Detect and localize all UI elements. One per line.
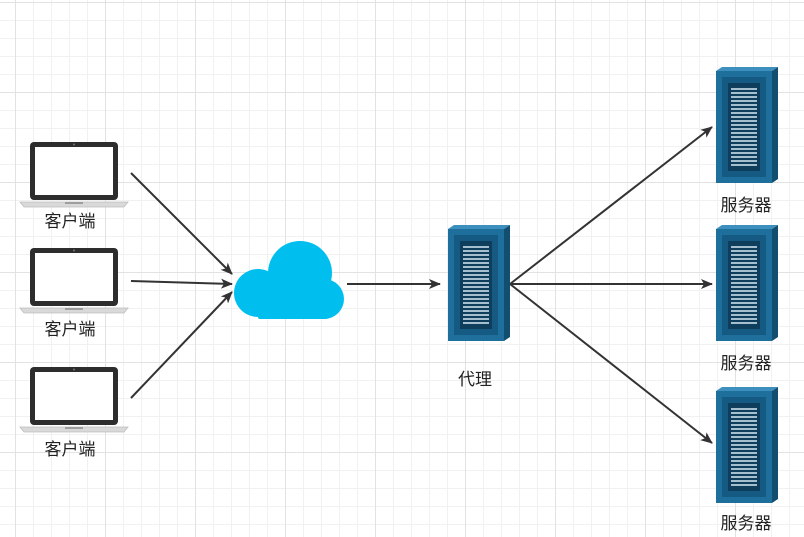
proxy-server — [447, 224, 511, 342]
server-1 — [715, 66, 779, 184]
server-3 — [715, 386, 779, 504]
server-3-label: 服务器 — [720, 514, 772, 534]
client-3-label: 客户端 — [44, 440, 96, 460]
client-1 — [19, 141, 129, 208]
proxy-label: 代理 — [458, 370, 492, 390]
server-1-label: 服务器 — [720, 196, 772, 216]
server-2 — [715, 224, 779, 342]
server-icon — [715, 66, 779, 184]
server-icon — [715, 224, 779, 342]
cloud-icon — [234, 241, 344, 319]
server-icon — [715, 386, 779, 504]
client-1-label: 客户端 — [44, 212, 96, 232]
laptop-icon — [19, 247, 129, 314]
server-2-label: 服务器 — [720, 354, 772, 374]
arrow-client3-to-cloud — [130, 291, 233, 399]
arrow-proxy-to-server3 — [509, 283, 713, 444]
client-2-label: 客户端 — [44, 320, 96, 340]
client-3 — [19, 366, 129, 433]
laptop-icon — [19, 366, 129, 433]
arrow-client2-to-cloud — [130, 278, 233, 289]
arrow-proxy-to-server1 — [509, 126, 713, 285]
laptop-icon — [19, 141, 129, 208]
client-2 — [19, 247, 129, 314]
arrow-client1-to-cloud — [130, 172, 233, 275]
server-icon — [447, 224, 511, 342]
